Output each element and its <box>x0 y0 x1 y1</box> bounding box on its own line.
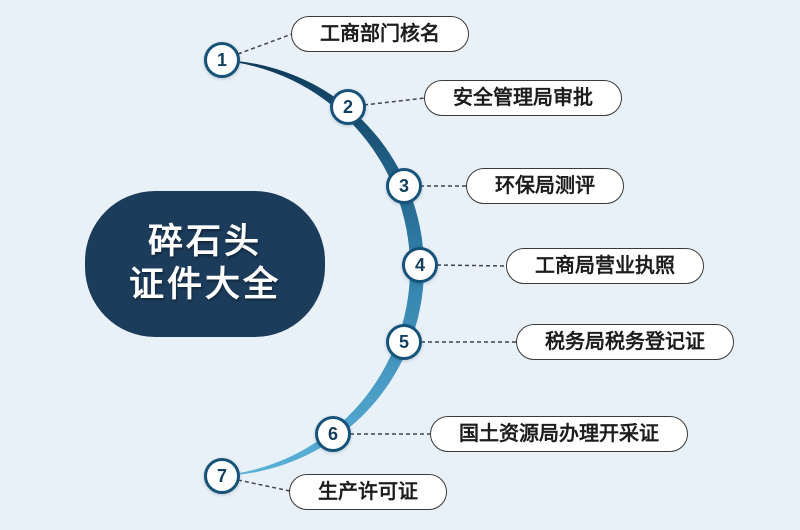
step-label-4: 工商局营业执照 <box>506 248 704 284</box>
step-label-1: 工商部门核名 <box>291 16 469 52</box>
step-circle-7: 7 <box>204 458 240 494</box>
step-label-3: 环保局测评 <box>466 168 624 204</box>
connector-line-1 <box>237 33 293 55</box>
step-circle-5: 5 <box>386 324 422 360</box>
step-circle-1: 1 <box>204 42 240 78</box>
connector-line-4 <box>436 264 508 267</box>
connector-line-2 <box>363 97 426 106</box>
title-line-1: 碎石头 <box>147 222 262 262</box>
step-circle-3: 3 <box>386 168 422 204</box>
connector-line-7 <box>237 479 291 492</box>
step-label-5: 税务局税务登记证 <box>516 324 734 360</box>
title-blob: 碎石头 证件大全 <box>85 191 325 337</box>
step-circle-2: 2 <box>330 89 366 125</box>
title-line-2: 证件大全 <box>128 265 281 304</box>
step-label-2: 安全管理局审批 <box>424 80 622 116</box>
step-circle-4: 4 <box>402 247 438 283</box>
step-circle-6: 6 <box>315 416 351 452</box>
step-label-6: 国土资源局办理开采证 <box>430 416 688 452</box>
step-label-7: 生产许可证 <box>289 474 447 510</box>
